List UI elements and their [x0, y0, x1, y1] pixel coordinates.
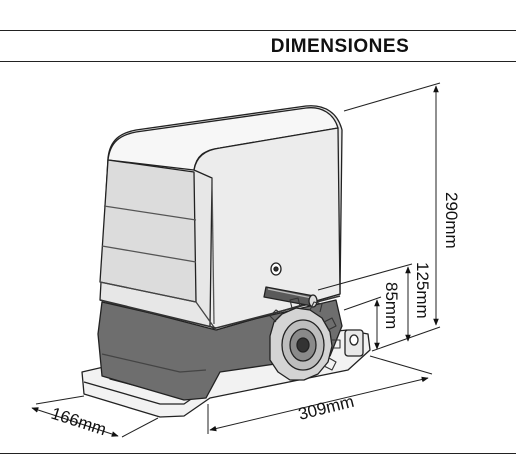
drive-shaft [263, 286, 318, 308]
page-title: DIMENSIONES [0, 36, 516, 58]
dim-label-85: 85mm [382, 282, 401, 329]
header-bottom-rule [0, 61, 516, 62]
header-top-rule [0, 30, 516, 31]
dim-label-290: 290mm [442, 192, 461, 249]
dim-line-309 [209, 376, 429, 432]
dim-line-166 [31, 407, 119, 437]
page-title-text: DIMENSIONES [270, 36, 410, 57]
gate-motor-illustration [81, 105, 371, 418]
pinion-gear [269, 297, 341, 381]
dim-label-166: 166mm [49, 404, 109, 440]
dim-label-125: 125mm [413, 262, 432, 319]
footer-rule [0, 453, 516, 454]
dim-label-309: 309mm [296, 392, 356, 424]
